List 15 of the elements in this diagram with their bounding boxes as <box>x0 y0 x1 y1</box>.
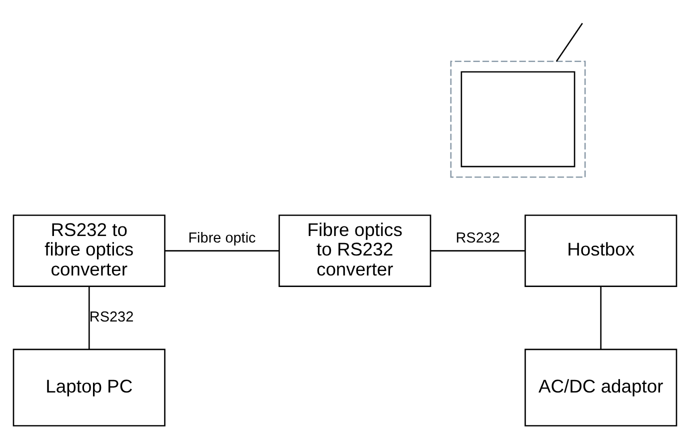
edge-label: Fibre optic <box>188 230 256 247</box>
node-box <box>460 71 576 168</box>
connector <box>556 22 583 62</box>
connector <box>164 250 279 252</box>
edge-label: RS232 <box>456 230 500 247</box>
node-box: AC/DC adaptor <box>524 348 678 426</box>
node-box: Fibre optics to RS232 converter <box>278 214 432 287</box>
connector <box>88 286 90 350</box>
connector <box>600 286 602 350</box>
connector <box>430 250 525 252</box>
edge-label: RS232 <box>89 310 134 326</box>
cluster <box>450 60 586 178</box>
node-box: Laptop PC <box>12 348 166 426</box>
node-box: RS232 to fibre optics converter <box>12 214 166 287</box>
node-box: Hostbox <box>524 214 678 287</box>
